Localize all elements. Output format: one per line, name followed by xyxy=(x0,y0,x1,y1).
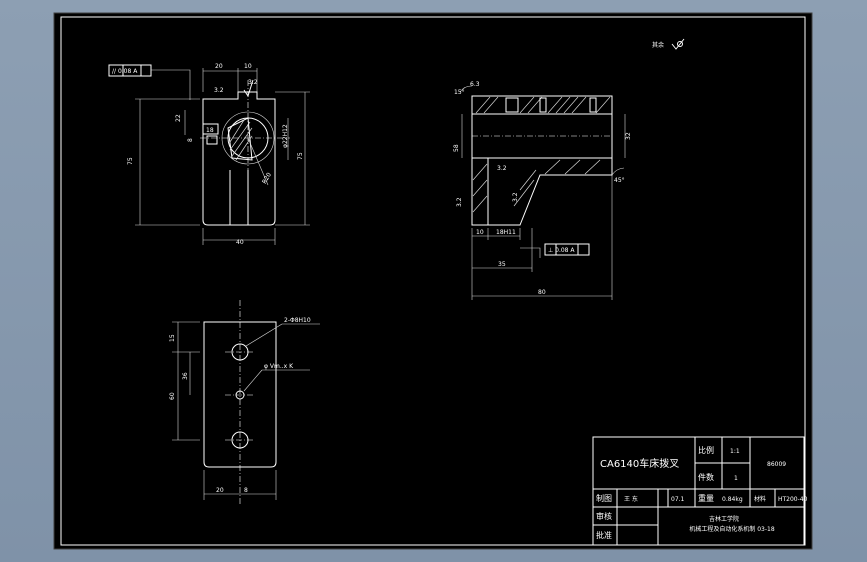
title-qty-label: 件数 xyxy=(698,472,714,482)
drawing-frame-border xyxy=(60,16,806,546)
side-rib xyxy=(471,157,613,226)
title-block: CA6140车床拨叉 比例 1:1 86009 件数 1 制图 王 东 07.1… xyxy=(592,436,808,546)
title-scale-value: 1:1 xyxy=(730,448,740,455)
parallel-tolerance-frame: // 0.08 A xyxy=(108,64,191,100)
side-view: 15° 45° 3.2 3.2 3.2 6.3 58 32 10 18H11 3… xyxy=(453,81,632,300)
front-dim-40: 40 xyxy=(236,239,244,246)
front-dim-75-left: 75 xyxy=(127,157,134,165)
side-roughness-1: 3.2 xyxy=(456,197,463,207)
side-dim-18h11: 18H11 xyxy=(496,229,516,236)
front-dim-10: 10 xyxy=(244,63,252,70)
bottom-dim-15: 15 xyxy=(169,334,176,342)
bottom-dim-60: 60 xyxy=(169,392,176,400)
title-scale-label: 比例 xyxy=(698,445,714,455)
title-school-line1: 吉林工学院 xyxy=(709,515,739,523)
bottom-dim-20: 20 xyxy=(216,487,224,494)
side-dim-32: 32 xyxy=(625,132,632,140)
title-drawing-number: 86009 xyxy=(767,461,786,468)
bottom-view: 2-Φ8H10 φ Vm..x K 15 36 60 20 8 xyxy=(169,300,320,505)
side-roughness-3: 3.2 xyxy=(512,192,519,202)
side-top-hatch xyxy=(475,96,611,114)
side-roughness-4: 6.3 xyxy=(470,81,480,88)
side-angle-45: 45° xyxy=(614,177,625,184)
bottom-dim-8: 8 xyxy=(244,487,248,494)
front-dim-bore: φ22H12 xyxy=(282,124,289,148)
title-approved-label: 批准 xyxy=(596,530,612,540)
side-dim-58: 58 xyxy=(453,144,460,152)
sheet-background xyxy=(53,12,813,550)
bottom-hole-callout-2: φ Vm..x K xyxy=(264,363,294,370)
title-part-name: CA6140车床拨叉 xyxy=(600,457,679,470)
title-qty-value: 1 xyxy=(734,475,738,482)
perpendicular-tolerance-text: ⊥ 0.08 A xyxy=(548,247,575,254)
parallel-tolerance-text: // 0.08 A xyxy=(112,68,138,75)
title-material-label: 材料 xyxy=(754,495,766,503)
title-checked-label: 审核 xyxy=(596,511,612,521)
side-dim-80: 80 xyxy=(538,289,546,296)
title-weight-label: 重量 xyxy=(698,493,714,503)
side-angle-15: 15° xyxy=(454,89,465,96)
side-dim-35: 35 xyxy=(498,261,506,268)
title-drawn-date: 07.1 xyxy=(671,496,685,503)
side-roughness-2: 3.2 xyxy=(497,165,507,172)
perpendicular-tolerance-frame: ⊥ 0.08 A xyxy=(520,243,590,258)
bottom-outline xyxy=(203,321,277,468)
front-dim-20: 20 xyxy=(215,63,223,70)
front-section-hatch xyxy=(227,117,253,161)
bottom-dim-36: 36 xyxy=(182,372,189,380)
front-roughness-2: 3.2 xyxy=(248,79,258,86)
side-rib-hatch xyxy=(472,159,601,213)
bottom-holes-callout: 2-Φ8H10 xyxy=(284,317,311,324)
title-material-value: HT200-40 xyxy=(778,496,808,503)
front-roughness-1: 3.2 xyxy=(214,87,224,94)
front-dim-75-right: 75 xyxy=(297,152,304,160)
title-drawn-by: 王 东 xyxy=(624,495,638,503)
title-school-line2: 机械工程及自动化系机制 03-18 xyxy=(689,525,775,533)
front-outline xyxy=(202,91,276,226)
front-dim-8: 8 xyxy=(187,138,194,142)
general-roughness-text: 其余 xyxy=(652,41,664,49)
title-drawn-label: 制图 xyxy=(596,493,612,503)
title-weight-value: 0.84kg xyxy=(722,496,743,503)
front-dim-18: 18 xyxy=(206,127,214,134)
front-view: // 0.08 A 20 10 3.2 3.2 xyxy=(108,63,310,246)
side-dim-10: 10 xyxy=(476,229,484,236)
general-roughness-symbol: 其余 xyxy=(652,38,685,50)
front-dim-22: 22 xyxy=(175,114,182,122)
